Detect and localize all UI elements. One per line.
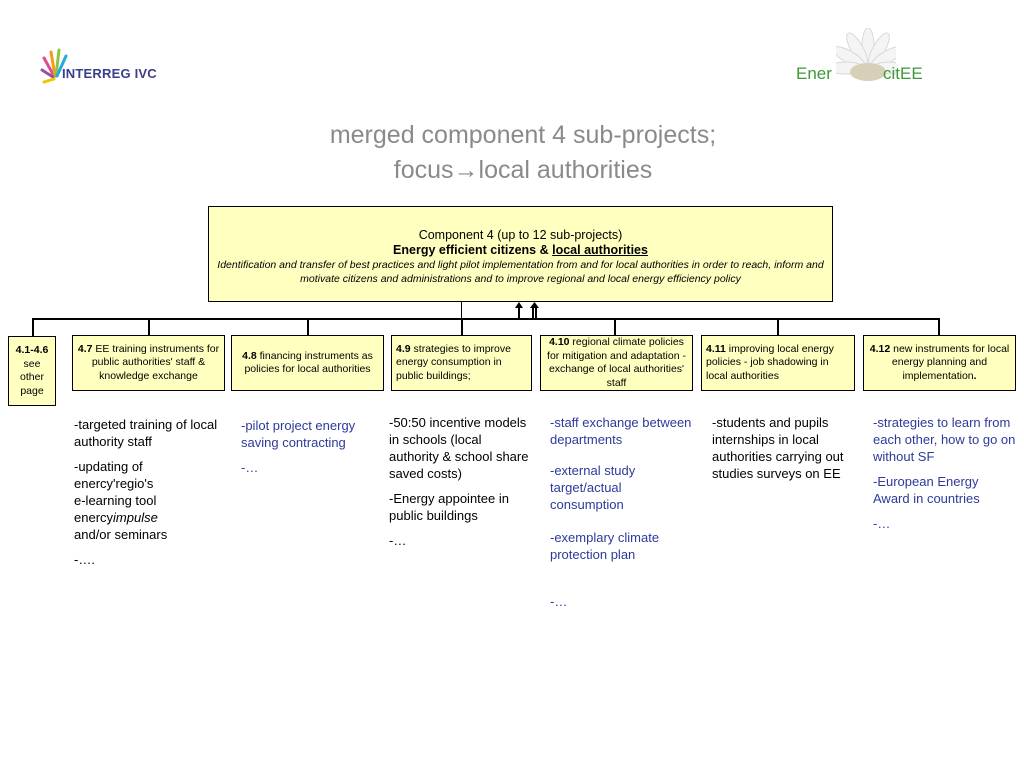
connector-drop-2	[148, 318, 150, 335]
details-4-10: -staff exchange between departments -ext…	[550, 414, 695, 618]
up-arrows-icon	[515, 302, 539, 319]
interreg-logo-text: INTERREG IVC	[62, 66, 157, 81]
subproject-text: improving local energy policies - job sh…	[706, 342, 834, 382]
detail-line-italic: impulse	[113, 510, 158, 525]
component-subheading: Energy efficient citizens & local author…	[209, 243, 832, 258]
subproject-box-4-12: 4.12 new instruments for local energy pl…	[863, 335, 1016, 391]
detail-item: -strategies to learn from each other, ho…	[873, 415, 1016, 464]
detail-item: -updating of enercy'regio's e-learning t…	[74, 458, 224, 543]
connector-horizontal	[32, 318, 940, 320]
subproject-number: 4.9	[396, 342, 411, 355]
subproject-number: 4.11	[706, 342, 726, 355]
enercitee-text-left: Ener	[796, 64, 832, 83]
details-4-11: -students and pupils internships in loca…	[712, 414, 857, 490]
component-subheading-b: local authorities	[552, 243, 648, 257]
component-description: Identification and transfer of best prac…	[217, 259, 824, 285]
interreg-logo: INTERREG IVC	[40, 46, 170, 94]
component-subheading-a: Energy efficient citizens &	[393, 243, 553, 257]
connector-drop-3	[307, 318, 309, 335]
subproject-number: 4.7	[77, 342, 93, 355]
enercitee-text-right: citEE	[883, 64, 923, 83]
connector-trunk	[461, 302, 462, 319]
detail-item: -…	[241, 460, 259, 475]
detail-item: -students and pupils internships in loca…	[712, 415, 844, 481]
title-line-2: focus→local authorities	[393, 156, 653, 184]
detail-item: -staff exchange between departments	[550, 415, 692, 447]
subproject-box-4-10: 4.10 regional climate policies for mitig…	[540, 335, 693, 391]
subproject-box-4-9: 4.9 strategies to improve energy consump…	[391, 335, 532, 391]
connector-drop-5	[614, 318, 616, 335]
interreg-burst-icon	[40, 48, 68, 84]
daisy-icon	[836, 28, 896, 81]
connector-drop-6	[777, 318, 779, 335]
detail-item: -European Energy Award in countries	[873, 474, 980, 506]
page-title: merged component 4 sub-projects; focus→l…	[0, 118, 1024, 188]
connector-drop-4	[461, 318, 463, 335]
component-4-box: Component 4 (up to 12 sub-projects) Ener…	[208, 206, 833, 302]
detail-item: -Energy appointee in public buildings	[389, 491, 509, 523]
detail-line: e-learning tool	[74, 493, 157, 508]
subproject-suffix: .	[973, 369, 977, 382]
detail-item: -exemplary climate protection plan	[550, 530, 660, 562]
detail-item: -…	[873, 516, 891, 531]
subproject-number: 4.1-4.6	[15, 344, 49, 356]
detail-line: enercy	[74, 510, 114, 525]
detail-item: -50:50 incentive models in schools (loca…	[389, 415, 529, 481]
subproject-text: new instruments for local energy plannin…	[890, 342, 1010, 382]
title-line-1: merged component 4 sub-projects;	[329, 121, 717, 149]
subproject-text: strategies to improve energy consumption…	[396, 342, 511, 382]
subproject-text: see other page	[20, 357, 44, 397]
subproject-text: EE training instruments for public autho…	[91, 342, 220, 382]
details-4-8: -pilot project energy saving contracting…	[241, 417, 381, 484]
detail-item: -….	[74, 552, 95, 567]
connector-drop-1	[32, 318, 34, 336]
detail-item: -pilot project energy saving contracting	[241, 418, 356, 450]
detail-item: -…	[389, 533, 407, 548]
enercitee-logo: Ener citEE	[790, 28, 940, 108]
subproject-box-4-7: 4.7 EE training instruments for public a…	[72, 335, 225, 391]
detail-line: -updating of enercy'regio's	[74, 459, 154, 491]
detail-item: -…	[550, 594, 568, 609]
subproject-text: regional climate policies for mitigation…	[547, 336, 686, 389]
connector-drop-7	[938, 318, 940, 335]
details-4-9: -50:50 incentive models in schools (loca…	[389, 414, 529, 557]
detail-item: -external study target/actual consumptio…	[550, 463, 636, 512]
detail-item: -targeted training of local authority st…	[74, 417, 218, 449]
subproject-number: 4.8	[242, 349, 257, 362]
details-4-12: -strategies to learn from each other, ho…	[873, 414, 1018, 540]
subproject-box-4-1-4-6: 4.1-4.6 see other page	[8, 336, 56, 406]
detail-line: and/or seminars	[74, 527, 168, 542]
subproject-text: financing instruments as policies for lo…	[244, 349, 373, 376]
subproject-number: 4.10	[549, 336, 570, 348]
subproject-box-4-11: 4.11 improving local energy policies - j…	[701, 335, 855, 391]
details-4-7: -targeted training of local authority st…	[74, 416, 224, 576]
subproject-number: 4.12	[869, 342, 891, 355]
subproject-box-4-8: 4.8 financing instruments as policies fo…	[231, 335, 384, 391]
component-heading: Component 4 (up to 12 sub-projects)	[418, 228, 623, 242]
